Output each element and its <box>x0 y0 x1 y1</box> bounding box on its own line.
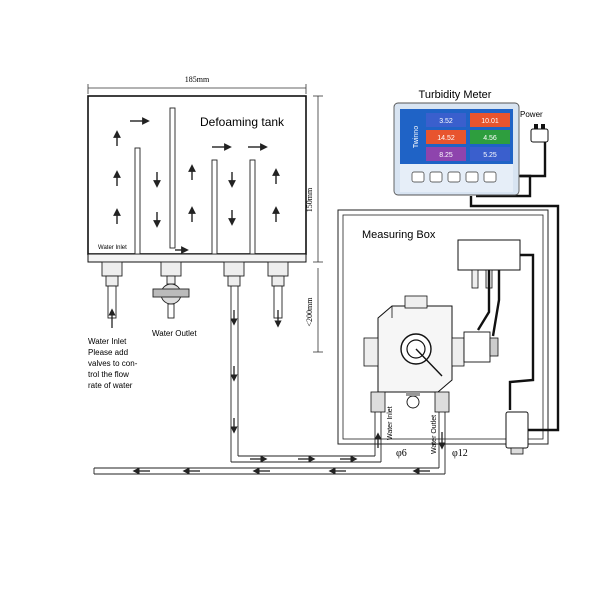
svg-text:valves to con-: valves to con- <box>88 359 138 368</box>
cable-junction <box>505 411 529 455</box>
turbidity-meter-title: Turbidity Meter <box>419 89 492 101</box>
defoaming-tank: Defoaming tank Water Inlet <box>87 95 307 263</box>
meter-tile <box>426 113 466 127</box>
meter-tile-value: 4.56 <box>483 135 497 142</box>
meter-readings: 3.52 10.01 14.52 4.56 8.25 5.25 <box>426 113 510 161</box>
turbidity-meter: Turbidity Meter Twinno 3.52 10.01 14.52 4.5… <box>393 89 520 196</box>
phi12-label: φ12 <box>452 448 468 459</box>
meter-tile-value: 14.52 <box>437 135 455 142</box>
depth-label: <200mm <box>305 297 314 327</box>
svg-text:rate of water: rate of water <box>88 381 133 390</box>
measuring-box: Measuring Box <box>337 209 549 445</box>
box-water-inlet-label: Water Inlet <box>387 406 394 440</box>
box-water-outlet-label: Water Outlet <box>431 415 438 454</box>
meter-tile <box>470 147 510 161</box>
defoaming-tank-title: Defoaming tank <box>200 115 285 129</box>
svg-text:Please add: Please add <box>88 348 128 357</box>
svg-text:trol the flow: trol the flow <box>88 370 129 379</box>
meter-tile-value: 3.52 <box>439 118 453 125</box>
pipe-flow-arrows <box>132 310 446 475</box>
power-label: Power <box>520 110 543 119</box>
measuring-box-title: Measuring Box <box>362 229 436 241</box>
tank-fittings <box>101 261 289 319</box>
dimension-height: 150mm <box>305 95 323 263</box>
meter-tile-value: 5.25 <box>483 152 497 159</box>
height-label: 150mm <box>305 187 314 212</box>
meter-tile <box>470 130 510 144</box>
meter-buttons <box>411 171 497 183</box>
meter-brand: Twinno <box>413 126 420 148</box>
meter-tile <box>426 130 466 144</box>
tank-water-outlet-label: Water Outlet <box>152 329 197 338</box>
tank-water-inlet-label: Water Inlet <box>98 245 127 251</box>
phi6-label: φ6 <box>396 448 407 459</box>
dimension-width: 185mm <box>87 75 307 94</box>
meter-tile-value: 8.25 <box>439 152 453 159</box>
meter-tile <box>470 113 510 127</box>
width-label: 185mm <box>185 75 210 84</box>
dimension-depth: <200mm <box>305 268 323 353</box>
water-inlet-note: Water Inlet Please add valves to con- tr… <box>88 337 138 390</box>
fitting-arrows <box>108 308 282 328</box>
meter-tile <box>426 147 466 161</box>
meter-tile-value: 10.01 <box>481 118 499 125</box>
power-plug-icon: Power <box>520 110 549 143</box>
svg-text:Water Inlet: Water Inlet <box>88 337 127 346</box>
cables <box>469 142 560 432</box>
tank-flow-arrows <box>113 117 280 254</box>
